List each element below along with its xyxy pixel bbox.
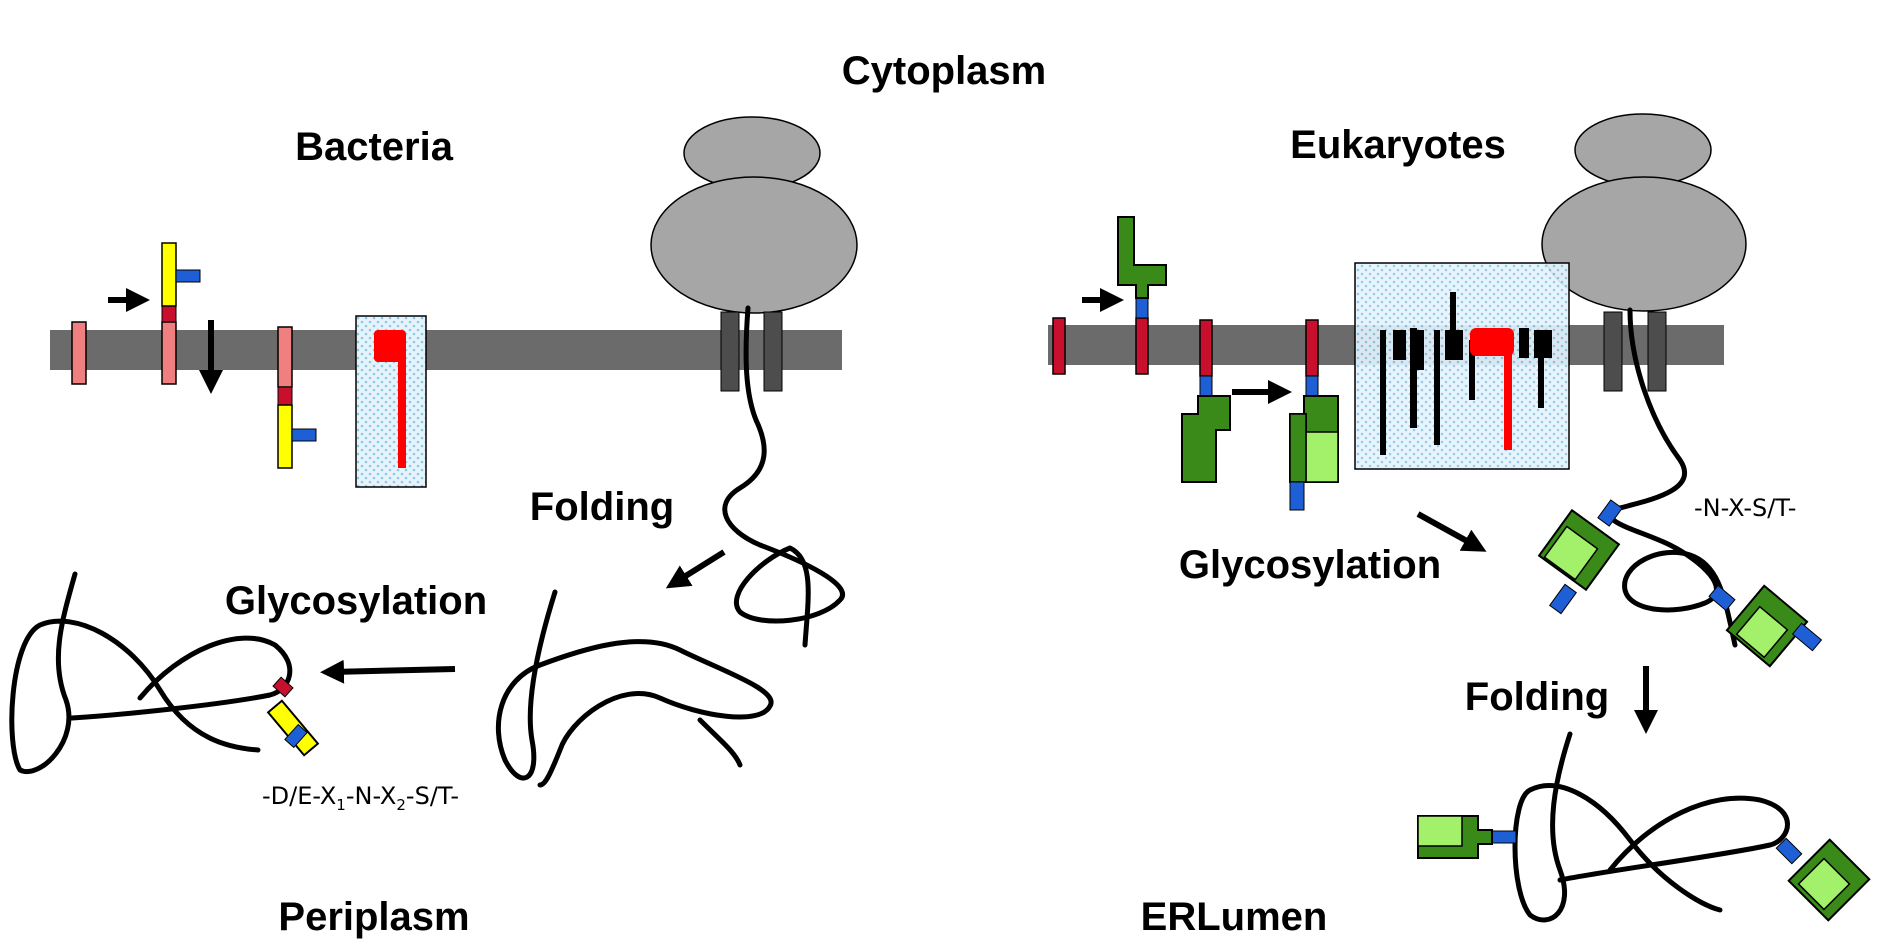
folded-glycan-lightgreen-right [1797, 857, 1851, 911]
ost-catalytic-head-eukaryotes [1470, 328, 1514, 356]
glycosylation-arrow-eukaryotes [1416, 511, 1487, 552]
nascent-glycan-left [1537, 499, 1623, 615]
lipid-carrier-pink-2 [161, 321, 177, 385]
bacterial-glycan-yellow [266, 699, 320, 757]
translocon-right-eukaryotes [1647, 311, 1667, 392]
bacterial-ost-catalytic-stem [398, 356, 406, 468]
glycosylated-protein-bacteria [9, 571, 293, 774]
glycan-blue-tail-right [1791, 622, 1823, 652]
euk-llo-blue-tail [1289, 481, 1305, 511]
ost-subunit-bar-8 [1469, 340, 1475, 400]
folding-label-bacteria: Folding [530, 485, 674, 529]
dolichol-red-4 [1305, 319, 1319, 377]
folding-arrow-bacteria [665, 549, 726, 589]
euk-llo-green-luminal [1181, 395, 1231, 483]
bacterial-ost-catalytic-head [374, 330, 406, 362]
ribosome-large-subunit-bacteria [650, 176, 858, 314]
ost-subunit-bar-3 [1410, 328, 1417, 428]
translocon-right-bacteria [763, 311, 783, 392]
glycan-lightgreen-left [1543, 525, 1599, 581]
pp-linker-blue-3 [1199, 375, 1213, 397]
bacterial-llo-blue-1 [175, 269, 201, 283]
bacterial-inner-membrane [50, 330, 842, 370]
folded-glycan-right [1775, 837, 1871, 922]
folded-glycan-left [1417, 815, 1517, 859]
lipid-linker-red-2 [161, 305, 177, 323]
euk-llo-green-tail [1289, 413, 1307, 483]
glycan-linker-red [272, 676, 294, 698]
ost-catalytic-stem-eukaryotes [1504, 350, 1512, 450]
folding-label-eukaryotes: Folding [1465, 675, 1609, 719]
bacteria-label: Bacteria [295, 125, 454, 169]
nascent-chain-eukaryotes [1608, 307, 1738, 648]
euk-llo-lightgreen-full [1305, 431, 1339, 483]
eukaryotic-ost-box [1354, 262, 1570, 470]
folded-glycoprotein-eukaryotes [1512, 731, 1790, 923]
pp-linker-blue-2 [1135, 297, 1149, 319]
ost-subunit-bar-5 [1434, 330, 1440, 445]
periplasm-label: Periplasm [278, 895, 469, 939]
folded-glycan-blue-linker-left [1491, 830, 1517, 844]
nascent-glycan-right [1708, 584, 1823, 668]
ost-subunit-bar-2 [1393, 330, 1406, 360]
ost-subunit-bar-11 [1538, 350, 1544, 408]
glycosylation-arrow-bacteria [320, 659, 456, 684]
folded-protein-bacteria [496, 589, 774, 788]
glycan-blue-linker-right [1708, 584, 1736, 612]
er-lumen-label: ERLumen [1141, 895, 1328, 939]
glycosylation-label-eukaryotes: Glycosylation [1179, 543, 1441, 587]
ribosome-small-subunit-eukaryotes [1574, 113, 1712, 187]
lipid-carrier-pink-1 [71, 321, 87, 385]
glycosylation-label-bacteria: Glycosylation [225, 579, 487, 623]
ost-subunit-bar-7 [1445, 330, 1463, 360]
translocon-left-bacteria [720, 311, 740, 392]
bacterial-sequon: -D/E-X1-N-X2-S/T- [262, 782, 459, 814]
bacterial-llo-yellow-1 [161, 242, 177, 307]
dolichol-red-2 [1135, 317, 1149, 375]
pp-linker-blue-4 [1305, 375, 1319, 397]
eukaryotes-label: Eukaryotes [1290, 123, 1506, 167]
dolichol-red-3 [1199, 319, 1213, 377]
bacterial-llo-blue-2 [291, 428, 317, 442]
nascent-chain-bacteria [722, 305, 845, 648]
lipid-linker-red-3 [277, 386, 293, 406]
bacterial-llo-yellow-2 [277, 404, 293, 469]
eukaryotic-sequon: -N-X-S/T- [1694, 494, 1796, 522]
dolichol-red-1 [1052, 317, 1066, 375]
bacterial-glycan-blue [284, 723, 308, 749]
folded-glycan-blue-linker-right [1775, 837, 1803, 865]
translocon-left-eukaryotes [1603, 311, 1623, 392]
ost-subunit-bar-6 [1450, 292, 1456, 360]
glycan-blue-tail-left [1548, 583, 1578, 615]
cytoplasm-label: Cytoplasm [842, 49, 1047, 93]
ribosome-large-subunit-eukaryotes [1541, 176, 1747, 312]
ost-subunit-bar-1 [1380, 330, 1386, 455]
ost-subunit-bar-9 [1519, 328, 1529, 358]
euk-llo-green-cytoplasmic [1117, 216, 1167, 299]
ost-subunit-bar-4 [1414, 330, 1424, 370]
lipid-carrier-pink-3 [277, 326, 293, 388]
glycan-lightgreen-right [1735, 605, 1789, 659]
folded-glycan-lightgreen-left [1417, 815, 1463, 847]
glycan-blue-linker-left [1597, 499, 1623, 527]
